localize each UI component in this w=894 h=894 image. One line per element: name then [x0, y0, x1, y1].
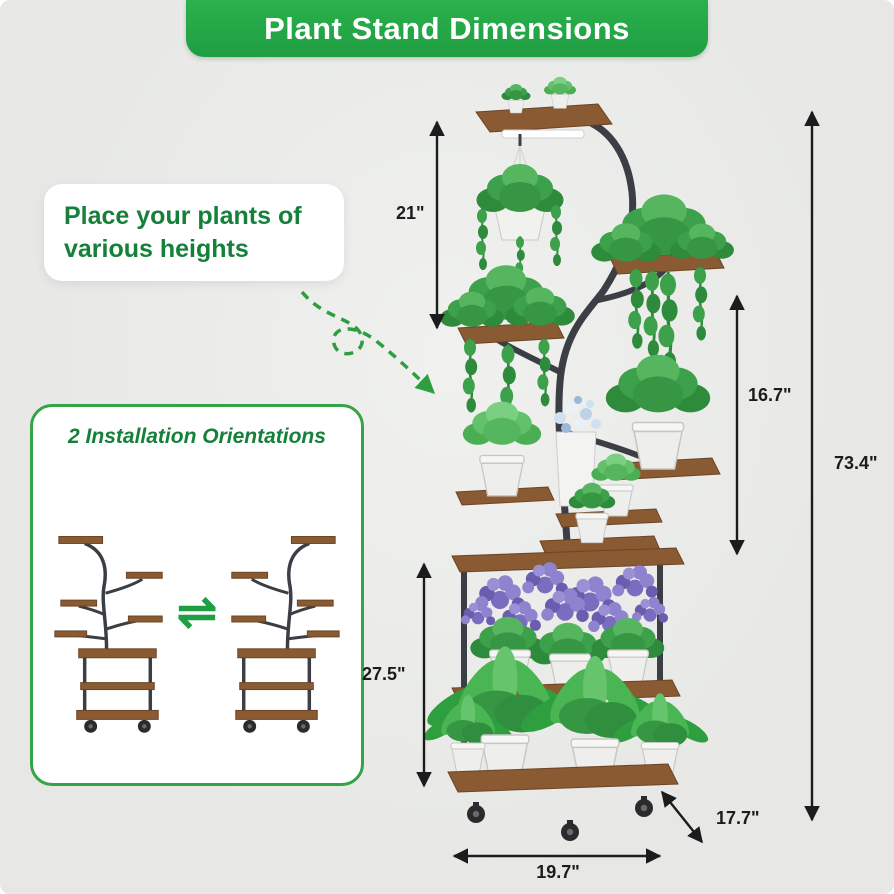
dimension-label-total-height: 73.4": [834, 453, 878, 473]
dimension-label-depth: 17.7": [716, 808, 760, 828]
plant-stand-photo: [420, 76, 734, 841]
header-banner: Plant Stand Dimensions: [186, 0, 708, 57]
swap-arrows-icon: ⇌: [176, 586, 218, 639]
dimension-arrows: [416, 110, 820, 864]
dimension-arrow-depth: [661, 790, 703, 844]
orientations-panel: 2 Installation Orientations: [30, 404, 364, 786]
orientations-title: 2 Installation Orientations: [68, 425, 326, 448]
callout-line-1: Place your plants of: [64, 202, 302, 230]
dashed-arrow-icon: [300, 290, 436, 394]
dimension-label-width: 19.7": [536, 862, 580, 882]
dimension-label-hanging: 21": [396, 203, 425, 223]
page-title: Plant Stand Dimensions: [264, 10, 630, 46]
dimension-label-upper: 16.7": [748, 385, 792, 405]
dimension-label-lower: 27.5": [362, 664, 406, 684]
callout-line-2: various heights: [64, 234, 249, 263]
callout-bubble: Place your plants of various heights: [44, 184, 344, 281]
